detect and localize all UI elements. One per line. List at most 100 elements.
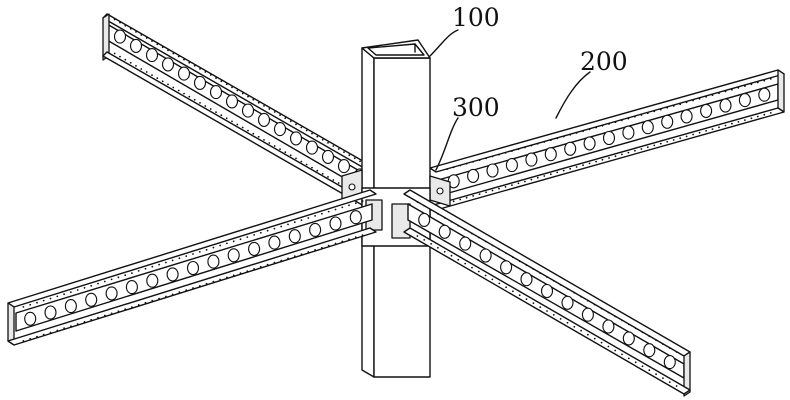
flange-perforation [293,255,296,258]
flange-perforation [151,265,154,268]
web-hole [321,149,335,164]
flange-perforation [653,144,656,147]
flange-perforation [608,157,610,159]
flange-perforation [220,114,223,117]
flange-perforation [135,31,137,33]
flange-perforation [22,306,25,308]
flange-perforation [634,115,636,118]
label-column: 100 [452,3,500,32]
flange-perforation [588,162,591,165]
flange-perforation [621,153,623,156]
flange-perforation [472,195,474,197]
web-hole [145,48,159,63]
flange-perforation [646,146,649,149]
flange-perforation [63,327,65,330]
flange-perforation [348,154,351,157]
flange-perforation [305,129,308,132]
flange-perforation [575,132,578,134]
web-hole [44,305,57,320]
flange-perforation [97,316,99,319]
flange-perforation [42,333,45,336]
flange-perforation [653,110,656,113]
flange-perforation [679,137,682,140]
flange-perforation [607,345,610,348]
flange-perforation [539,306,542,308]
web-hole [540,283,554,299]
flange-perforation [593,303,596,306]
flange-perforation [266,263,269,266]
flange-perforation [518,294,521,297]
flange-perforation [219,278,222,281]
flange-perforation [659,142,662,145]
web-hole [85,292,98,307]
flange-perforation [185,255,188,257]
flange-perforation [452,166,455,169]
flange-perforation [144,267,147,270]
flange-perforation [737,87,740,89]
flange-perforation [588,128,591,131]
beam-lower-right-end [683,351,691,397]
flange-perforation [63,293,65,296]
web-hole [622,125,635,140]
flange-perforation [457,258,460,261]
flange-perforation [300,126,303,129]
flange-perforation [450,254,453,257]
flange-perforation [300,160,303,163]
web-hole [257,112,271,127]
flange-perforation [287,257,289,260]
flange-perforation [573,325,576,328]
web-hole [500,260,513,275]
beam-upper-left-web [106,23,376,197]
flange-perforation [193,98,196,101]
flange-perforation [640,148,643,150]
flange-perforation [246,236,249,239]
flange-perforation [167,83,169,86]
flange-perforation [361,234,364,237]
flange-perforation [517,148,520,151]
flange-perforation [464,228,467,231]
flange-perforation [268,108,271,110]
flange-perforation [239,238,242,241]
flange-perforation [327,244,330,247]
flange-perforation [587,333,589,336]
flange-perforation [621,319,623,322]
flange-perforation [484,274,487,277]
web-hole [241,103,255,118]
flange-perforation [459,198,462,201]
flange-perforation [295,123,297,126]
flange-perforation [192,253,194,255]
flange-perforation [42,299,45,302]
flange-perforation [113,52,116,55]
web-hole [161,57,175,72]
flange-perforation [614,349,617,352]
flange-perforation [559,284,562,286]
flange-perforation [549,173,552,176]
web-hole [186,260,200,276]
flange-perforation [763,113,766,116]
flange-perforation [172,52,175,55]
flange-perforation [580,295,582,298]
flange-perforation [731,122,733,125]
flange-perforation [646,112,649,115]
flange-perforation [236,123,239,126]
flange-perforation [718,126,720,129]
beam-upper-right [429,69,785,211]
flange-perforation [156,43,159,46]
flange-perforation [641,365,644,368]
flange-perforation [443,250,446,253]
web-hole [479,248,492,263]
flange-perforation [566,321,569,324]
flange-perforation [167,49,169,52]
web-hole [227,248,240,263]
flange-perforation [416,201,419,203]
flange-perforation [546,310,548,312]
flange-perforation [595,126,597,129]
flange-perforation [257,135,260,138]
label-beam: 200 [580,47,628,76]
web-hole [146,273,159,288]
web-hole [309,222,322,237]
flange-perforation [504,152,507,154]
flange-perforation [446,168,449,171]
flange-perforation [119,55,121,58]
flange-perforation [110,278,113,281]
